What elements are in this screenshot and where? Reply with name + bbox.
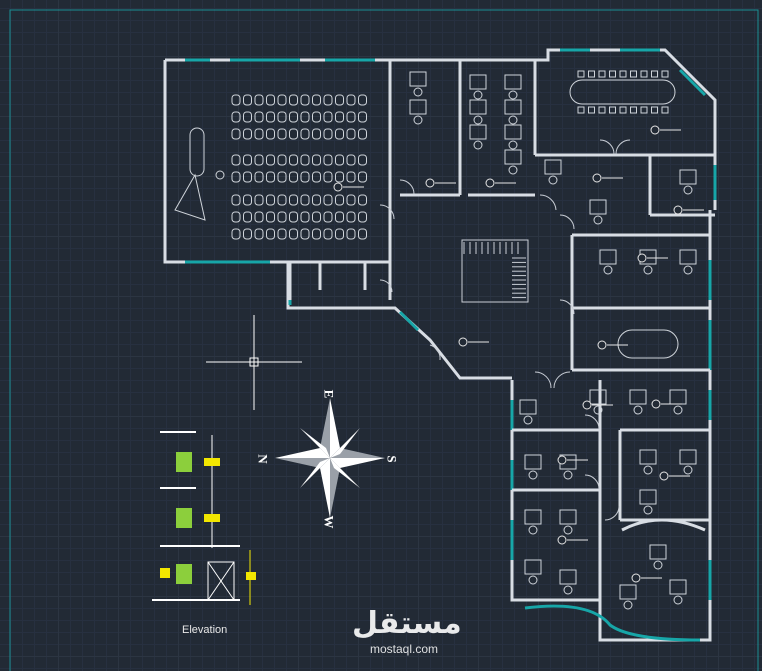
compass-north-label: N: [255, 454, 271, 464]
workstations: [409, 71, 697, 610]
room-tags: [333, 125, 704, 583]
compass-rose: [275, 398, 385, 518]
compass-east-label: E: [321, 389, 337, 399]
elevation-detail: [152, 431, 256, 605]
watermark-logo: مستقل: [352, 606, 462, 641]
meeting-table: [617, 329, 679, 359]
watermark-url: mostaql.com: [370, 642, 439, 656]
lecture-hall-seats: [231, 94, 367, 240]
lecture-podium: [174, 127, 225, 221]
staircase: [461, 239, 529, 303]
compass-west-label: W: [321, 515, 337, 529]
cad-crosshair: [206, 315, 302, 410]
elevation-title: Elevation: [182, 624, 228, 636]
drawing-frame: [9, 9, 759, 671]
interior-walls: [288, 60, 715, 600]
reception-desk: [621, 518, 706, 532]
doors: [379, 139, 631, 521]
compass-south-label: S: [384, 455, 400, 463]
conference-table: [569, 70, 676, 114]
glazing: [185, 48, 717, 642]
